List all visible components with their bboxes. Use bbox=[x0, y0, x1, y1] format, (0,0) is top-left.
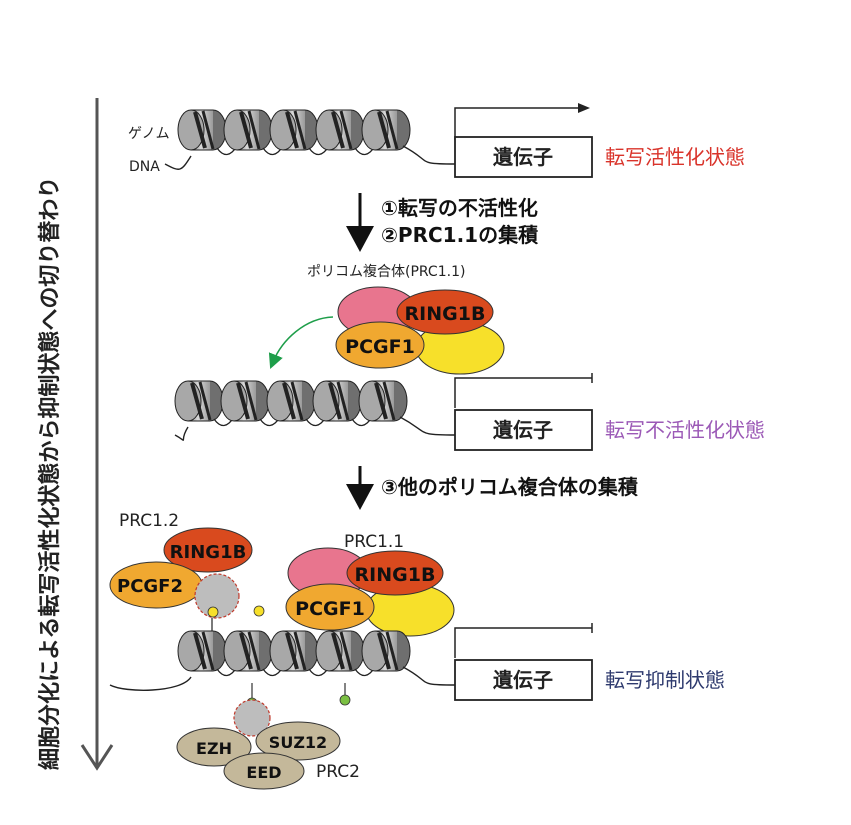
state-repressed-label: 転写抑制状態 bbox=[605, 668, 725, 692]
prc1-1-complex-top bbox=[335, 286, 505, 375]
gene-box-1 bbox=[454, 136, 593, 178]
step-arrow-2 bbox=[346, 466, 374, 510]
dna-label: DNA bbox=[129, 159, 160, 175]
green-curved-arrow bbox=[268, 316, 334, 369]
step-arrow-1 bbox=[346, 193, 374, 252]
nucleosome bbox=[358, 380, 408, 422]
blocked-start-2 bbox=[454, 377, 592, 408]
prc1-2-complex bbox=[109, 527, 265, 638]
eed-label: EED bbox=[246, 763, 281, 782]
nucleosome-row-active bbox=[164, 109, 456, 170]
nucleosome bbox=[177, 630, 227, 672]
gene-box-2 bbox=[454, 409, 593, 451]
prc1-2-label: PRC1.2 bbox=[119, 511, 179, 531]
nucleosome bbox=[223, 630, 273, 672]
side-label: 細胞分化による転写活性化状態から抑制状態への切り替わり bbox=[37, 177, 63, 770]
nucleosome bbox=[361, 630, 411, 672]
prc2-label: PRC2 bbox=[316, 762, 360, 782]
prc1-1-complex-bottom bbox=[285, 547, 455, 637]
nucleosome bbox=[315, 109, 365, 151]
blocked-start-3 bbox=[454, 627, 592, 658]
complex-label: ポリコム複合体(PRC1.1) bbox=[307, 263, 465, 280]
prc2-complex bbox=[176, 699, 341, 790]
differentiation-arrow bbox=[80, 98, 114, 771]
step3-label: ③他のポリコム複合体の集積 bbox=[381, 475, 639, 499]
ring1b-label-prc12: RING1B bbox=[170, 542, 247, 563]
nucleosome bbox=[223, 109, 273, 151]
ring1b-label-bottom: RING1B bbox=[355, 564, 436, 586]
nucleosome bbox=[177, 109, 227, 151]
nucleosome bbox=[312, 380, 362, 422]
ezh-label: EZH bbox=[196, 739, 232, 758]
nucleosome-row-repressed bbox=[109, 630, 456, 691]
ring1b-label-top: RING1B bbox=[405, 303, 486, 325]
gene-label-2: 遺伝子 bbox=[493, 418, 553, 442]
transcription-start-arrow bbox=[454, 103, 590, 140]
nucleosome bbox=[269, 109, 319, 151]
state-active-label: 転写活性化状態 bbox=[605, 145, 745, 169]
genome-label: ゲノム bbox=[128, 126, 170, 142]
nucleosome bbox=[266, 380, 316, 422]
nucleosome bbox=[315, 630, 365, 672]
gene-box-3 bbox=[454, 659, 593, 701]
gene-label-1: 遺伝子 bbox=[493, 145, 553, 169]
pcgf1-label-top: PCGF1 bbox=[345, 336, 415, 358]
state-inactive-label: 転写不活性化状態 bbox=[605, 418, 765, 442]
step1-label: ①転写の不活性化 bbox=[381, 196, 538, 220]
pcgf1-label-bottom: PCGF1 bbox=[295, 598, 365, 620]
nucleosome-row-inactive bbox=[174, 380, 456, 441]
nucleosome bbox=[269, 630, 319, 672]
nucleosome bbox=[220, 380, 270, 422]
gene-label-3: 遺伝子 bbox=[493, 668, 553, 692]
nucleosome bbox=[174, 380, 224, 422]
nucleosome bbox=[361, 109, 411, 151]
pcgf2-label: PCGF2 bbox=[117, 576, 183, 597]
suz12-label: SUZ12 bbox=[269, 733, 327, 752]
step2-label: ②PRC1.1の集積 bbox=[381, 223, 539, 247]
prc1-1-label: PRC1.1 bbox=[344, 532, 404, 552]
